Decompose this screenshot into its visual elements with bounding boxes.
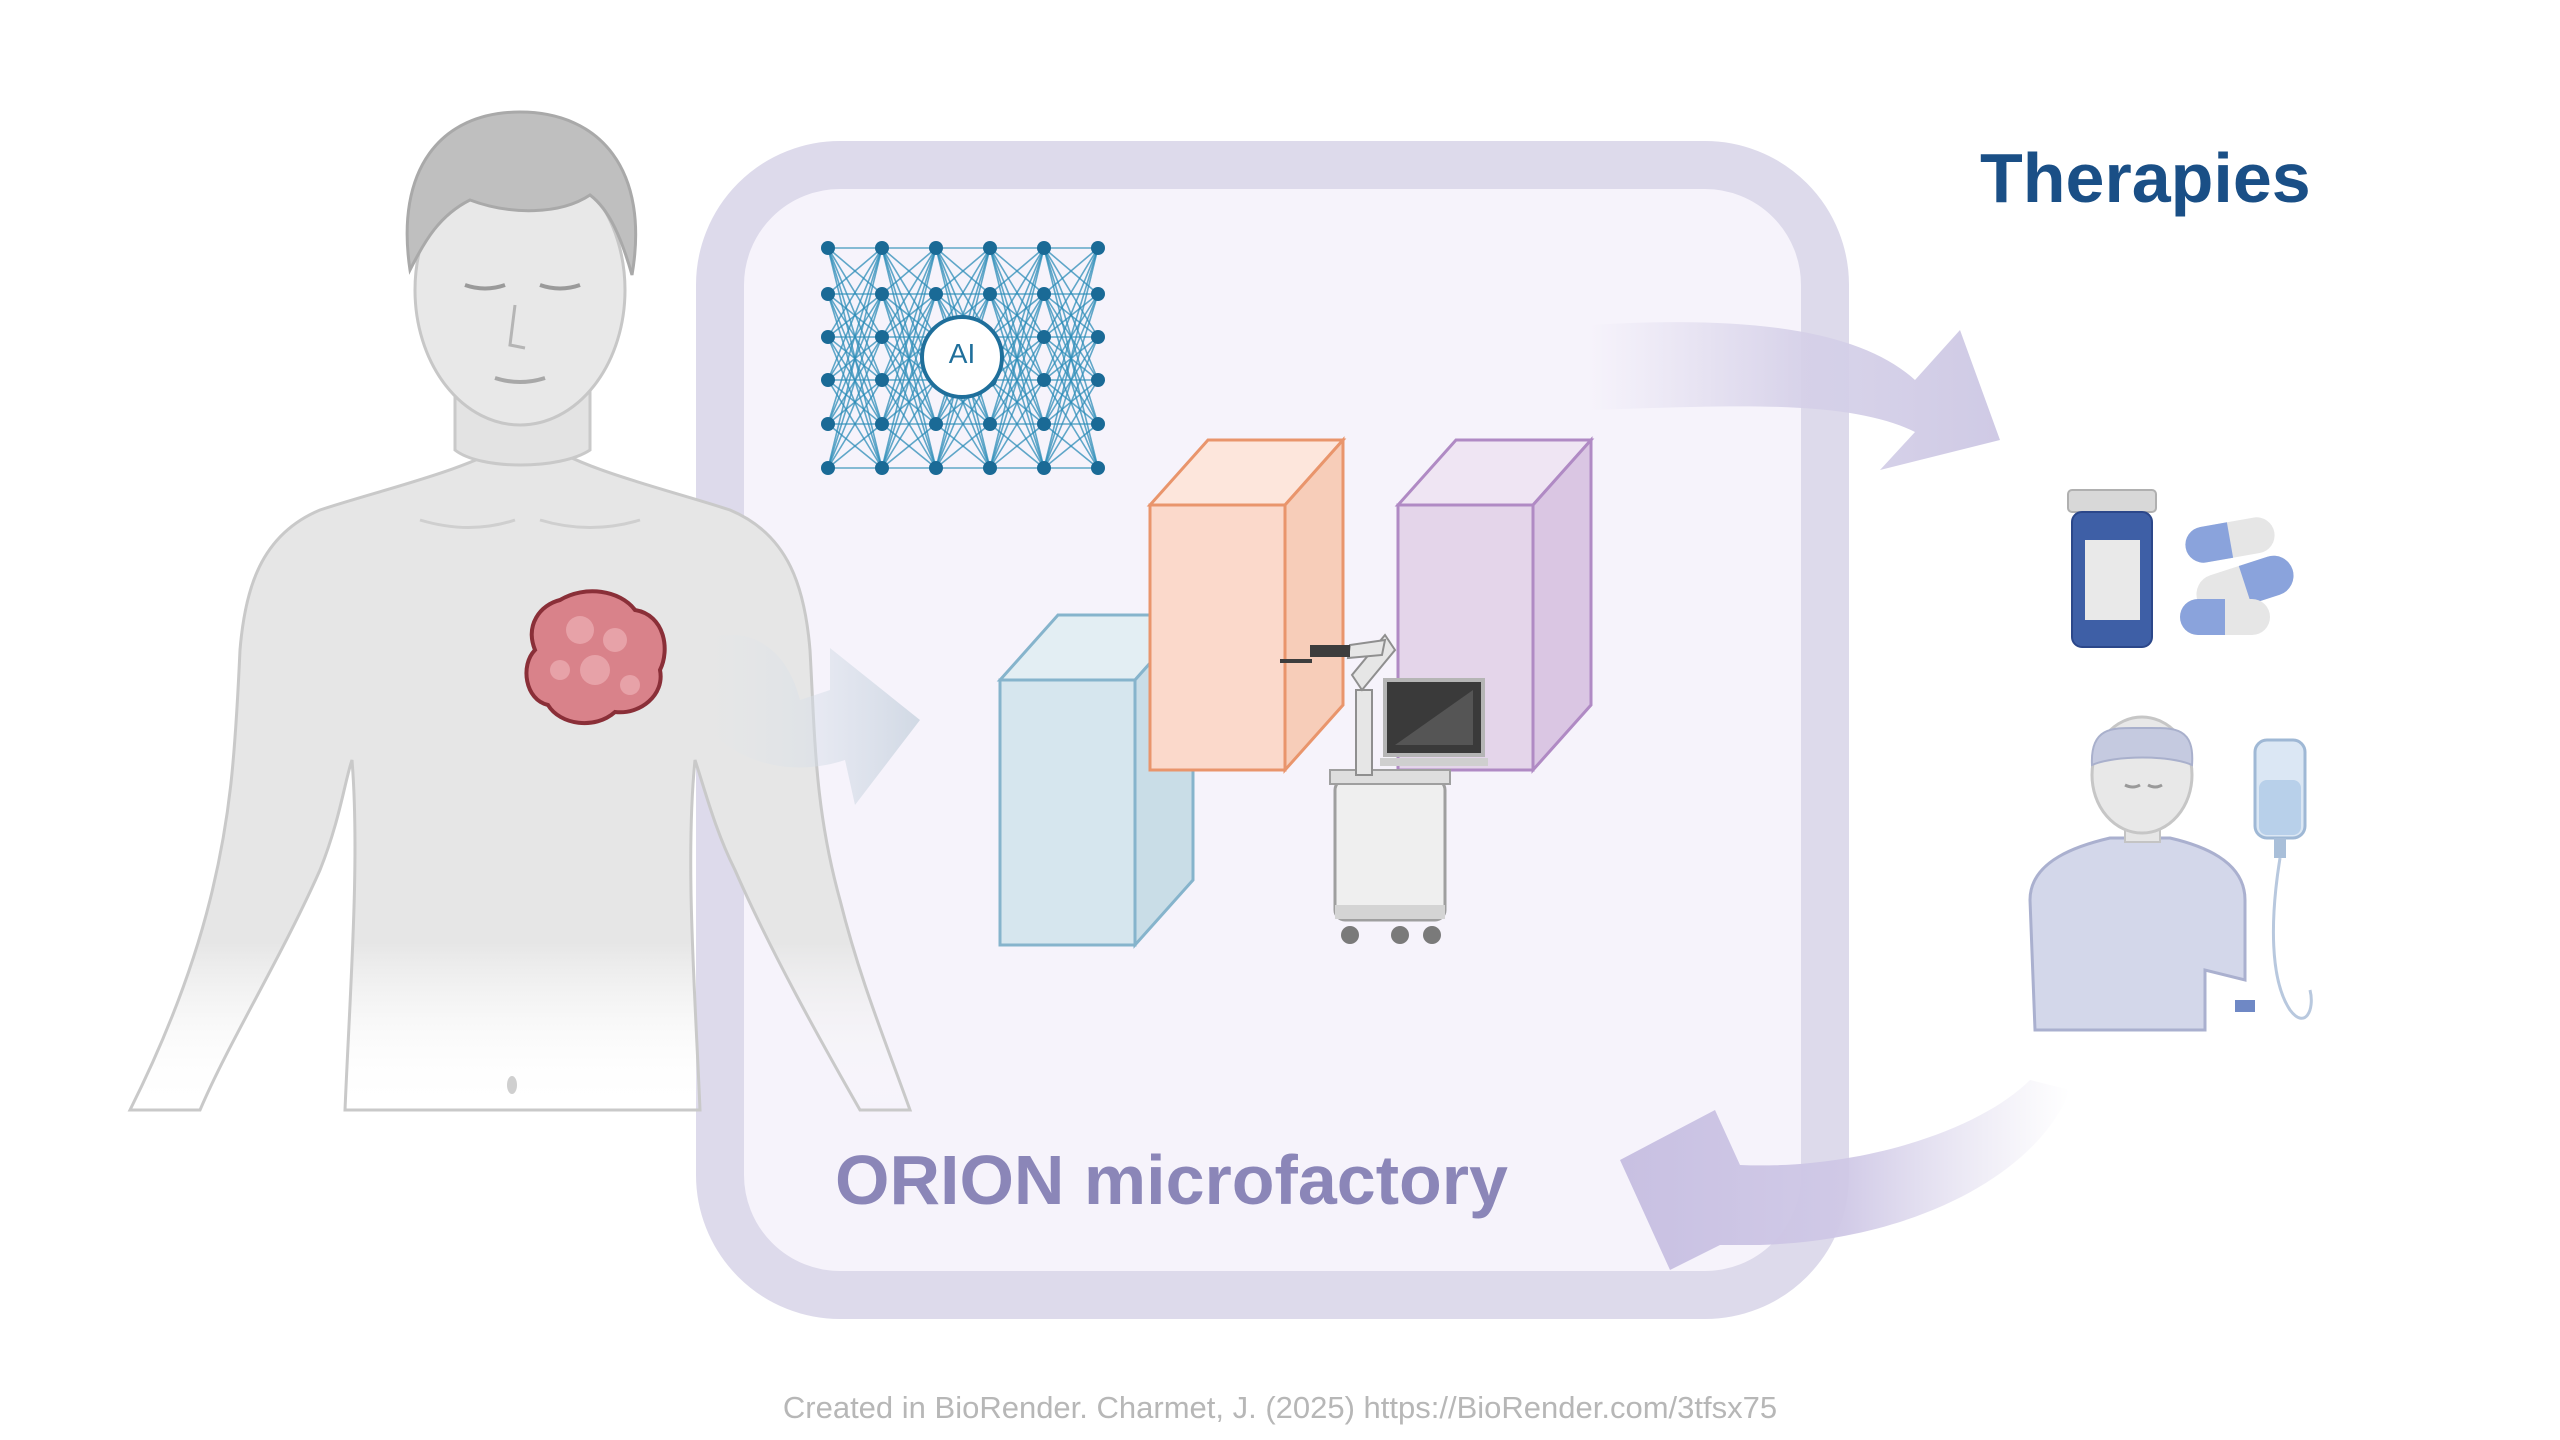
network-edge [881,247,937,381]
network-edge [935,379,991,469]
network-node [875,241,889,255]
credit-line: Created in BioRender. Charmet, J. (2025)… [782,1390,1778,1425]
network-edge [827,247,883,338]
medicine-bottle-icon [2067,489,2157,648]
network-edge [881,423,937,469]
network-edge [1043,247,1099,425]
network-edge [1043,379,1099,469]
network-edge [989,247,1045,469]
network-node [875,330,889,344]
network-edge [989,247,1045,295]
network-edge [1043,423,1099,469]
network-node [1037,461,1051,475]
network-edge [827,247,883,381]
network-node [929,241,943,255]
network-edge [881,379,937,469]
network-node [875,417,889,431]
therapies-title: Therapies [1980,139,2311,217]
network-edge [935,423,991,469]
network-edge [881,293,937,469]
network-edge [827,247,883,469]
factory-label: ORION microfactory [835,1141,1508,1219]
tumor-icon [524,589,667,726]
network-node [983,417,997,431]
arrow-body-to-factory [700,634,920,805]
network-edge [1043,247,1099,295]
network-edge [827,379,883,469]
network-edge [1043,336,1099,469]
network-edge [827,423,883,469]
network-edge [1043,247,1099,381]
network-node [821,330,835,344]
network-node [929,417,943,431]
network-node [875,373,889,387]
network-node [821,287,835,301]
network-edge [881,247,937,469]
network-node [983,241,997,255]
network-edge [1043,247,1099,338]
network-edge [989,423,1045,469]
network-node [821,417,835,431]
network-node [929,461,943,475]
network-node [875,287,889,301]
human-body-icon [127,110,913,1112]
network-node [983,461,997,475]
network-node [1037,417,1051,431]
iv-patient-icon [2028,715,2313,1032]
network-node [1037,373,1051,387]
arrow-therapies-to-factory [1620,1080,2070,1270]
ai-node [920,315,1004,399]
network-node [1037,287,1051,301]
network-edge [989,336,1045,469]
arrow-factory-to-therapies [1590,322,2000,470]
network-node [1037,241,1051,255]
network-node [1091,287,1105,301]
purple-box-icon [1394,436,1595,774]
capsule-icon [2180,517,2294,635]
network-node [1091,330,1105,344]
network-node [983,287,997,301]
orange-box-icon [1146,436,1347,774]
robot-arm-icon [1280,633,1488,944]
network-edge [1043,293,1099,469]
network-node [875,461,889,475]
network-edge [989,379,1045,469]
network-edge [1043,247,1099,469]
network-edge [881,247,937,338]
network-node [1037,330,1051,344]
network-node [1091,417,1105,431]
network-edge [881,247,937,425]
network-edge [827,293,883,469]
network-node [1091,373,1105,387]
network-edge [881,247,937,295]
network-edge [827,247,883,425]
network-node [821,241,835,255]
network-edge [827,336,883,469]
ai-label: AI [948,338,976,369]
network-edge [935,247,991,295]
network-node [821,373,835,387]
network-edge [827,247,883,295]
network-node [929,287,943,301]
network-edge [989,247,1045,338]
network-edge [989,293,1045,469]
network-node [1091,241,1105,255]
network-node [1091,461,1105,475]
network-node [821,461,835,475]
network-edge [989,247,1045,425]
